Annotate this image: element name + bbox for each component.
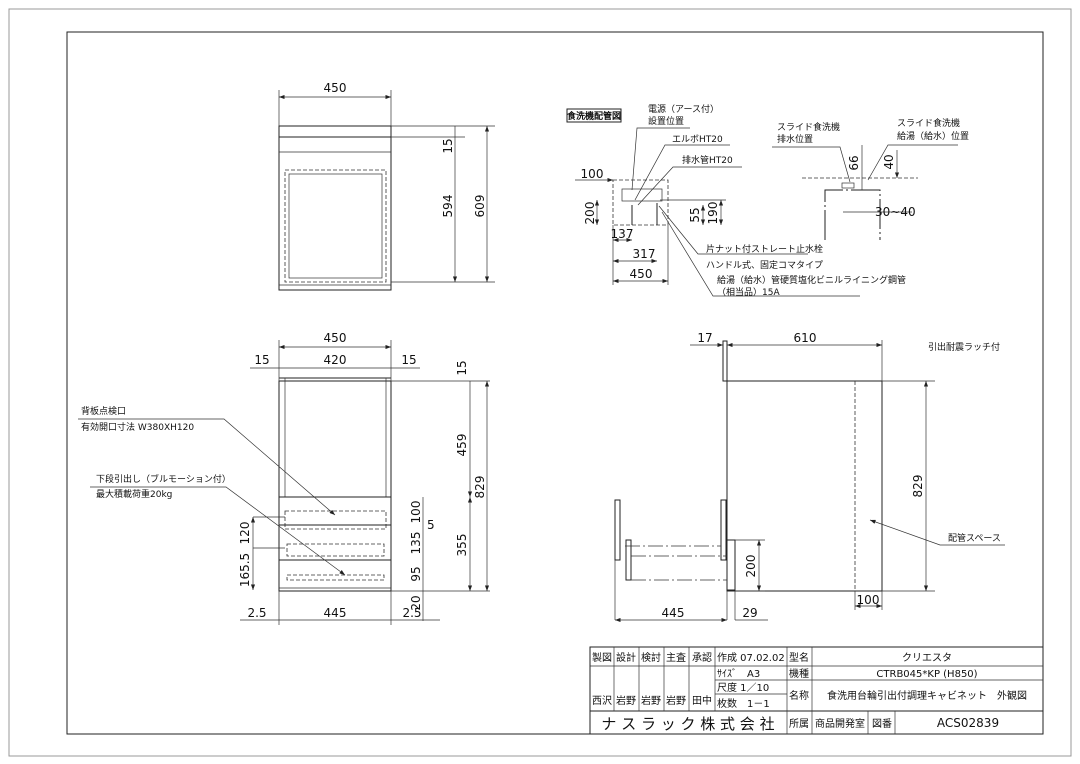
label-drawer: 下段引出し（ブルモーション付） xyxy=(96,473,231,485)
dim-h20: 20 xyxy=(409,595,423,610)
tb-drawing-no: ACS02839 xyxy=(937,716,999,730)
label-slide-supply-2: 給湯（給水）位置 xyxy=(897,130,969,142)
label-latch: 引出耐震ラッチ付 xyxy=(928,341,1000,353)
dim-200: 200 xyxy=(583,202,597,225)
tb-header-reviewed: 検討 xyxy=(641,651,661,664)
dim-450: 450 xyxy=(630,267,653,281)
tb-drawing-no-label: 図番 xyxy=(872,718,892,730)
dim-inner: 594 xyxy=(441,195,455,218)
piping-title: 食洗機配管図 xyxy=(566,110,621,122)
tb-model-label: 機種 xyxy=(789,667,809,680)
dim-w445: 445 xyxy=(324,606,347,620)
tb-dept-label: 所属 xyxy=(789,718,809,730)
dim-width: 450 xyxy=(324,81,347,95)
dim-40: 40 xyxy=(882,154,896,169)
dim-29: 29 xyxy=(742,606,757,620)
dim-h120: 120 xyxy=(238,522,252,545)
label-slide-supply: スライド食洗機 xyxy=(897,117,960,129)
dim-w2-5a: 2.5 xyxy=(247,606,266,620)
tb-header-approved: 承認 xyxy=(692,651,712,664)
top-front-view: 450 15 594 609 xyxy=(278,81,495,291)
tb-model: CTRB045*KP (H850) xyxy=(876,669,977,680)
dim-66: 66 xyxy=(847,155,861,170)
label-elbow: エルボHT20 xyxy=(672,134,723,145)
dim-top: 15 xyxy=(441,138,455,153)
dim-h165: 165.5 xyxy=(238,553,252,587)
dim-317: 317 xyxy=(633,247,656,261)
side-view: 17 610 引出耐震ラッチ付 829 配管スペース 200 445 29 10… xyxy=(614,331,1005,623)
tb-created: 作成 07.02.02 xyxy=(717,652,785,664)
tb-signature: 岩野 xyxy=(666,694,686,707)
tb-header-designed: 設計 xyxy=(616,651,636,664)
tb-header-drafted: 製図 xyxy=(592,651,612,664)
label-back-panel: 背板点検口 xyxy=(81,405,126,417)
dim-h95: 95 xyxy=(409,566,423,581)
slide-dishwasher-view: スライド食洗機 排水位置 スライド食洗機 給湯（給水）位置 66 40 30~4… xyxy=(772,117,969,240)
outer-frame xyxy=(8,8,1072,757)
label-valve-4: （相当品）15A xyxy=(717,286,780,298)
dim-total: 609 xyxy=(473,195,487,218)
dim-side-100: 100 xyxy=(857,593,880,607)
tb-model-name: クリエスタ xyxy=(902,652,952,664)
tb-dept: 商品開発室 xyxy=(815,717,865,730)
dim-h829: 829 xyxy=(473,476,487,499)
dim-w15b: 15 xyxy=(401,353,416,367)
dim-17: 17 xyxy=(697,331,712,345)
front-view: 450 15 420 15 15 459 829 355 100 5 135 9… xyxy=(78,331,490,625)
dim-55: 55 xyxy=(688,207,702,222)
dim-side-829: 829 xyxy=(911,475,925,498)
dim-100: 100 xyxy=(581,167,604,181)
tb-company: ナ ス ラ ッ ク 株 式 会 社 xyxy=(601,715,774,733)
tb-signature: 西沢 xyxy=(592,694,612,707)
dim-h355: 355 xyxy=(455,534,469,557)
tb-name-label: 名称 xyxy=(789,689,809,702)
dim-137: 137 xyxy=(611,227,634,241)
piping-view: 食洗機配管図 電源（アース付） 設置位置 エルボHT20 排水管HT20 100… xyxy=(566,104,906,298)
dim-h5: 5 xyxy=(427,518,435,532)
label-pipe-space: 配管スペース xyxy=(948,532,1001,544)
dim-30-40: 30~40 xyxy=(875,205,916,219)
dim-w15a: 15 xyxy=(254,353,269,367)
dim-w450: 450 xyxy=(324,331,347,345)
label-valve: 片ナット付ストレート止水栓 xyxy=(706,243,823,255)
tb-scale: 尺度 1／10 xyxy=(717,681,769,694)
label-valve-3: 給湯（給水）管硬質塩化ビニルライニング鋼管 xyxy=(717,274,906,286)
dim-610: 610 xyxy=(794,331,817,345)
tb-signature: 田中 xyxy=(692,694,712,707)
tb-header-chief: 主査 xyxy=(666,651,686,664)
dim-w420: 420 xyxy=(324,353,347,367)
dim-w2-5b: 2.5 xyxy=(402,606,421,620)
inner-frame xyxy=(66,31,1044,735)
dim-h459: 459 xyxy=(455,434,469,457)
dim-h100: 100 xyxy=(409,501,423,524)
dim-h135: 135 xyxy=(409,532,423,555)
tb-signature: 岩野 xyxy=(616,694,636,707)
tb-size: ｻｲｽﾞ A3 xyxy=(717,668,760,680)
label-drawer-2: 最大積載荷重20kg xyxy=(96,488,172,500)
label-power: 電源（アース付） xyxy=(648,104,719,115)
dim-side-445: 445 xyxy=(662,606,685,620)
dim-190: 190 xyxy=(706,202,720,225)
tb-model-name-label: 型名 xyxy=(789,651,809,664)
dim-h15: 15 xyxy=(455,360,469,375)
label-back-panel-2: 有効開口寸法 W380XH120 xyxy=(81,421,194,433)
tb-signature: 岩野 xyxy=(641,694,661,707)
tb-name: 食洗用台輪引出付調理キャビネット 外観図 xyxy=(827,689,1027,702)
label-drain: 排水管HT20 xyxy=(682,154,733,166)
dim-side-200: 200 xyxy=(744,555,758,578)
tb-sheets: 枚数 1－1 xyxy=(717,697,770,710)
label-slide-drain: スライド食洗機 xyxy=(777,121,840,133)
label-slide-drain-2: 排水位置 xyxy=(777,133,813,145)
label-power-2: 設置位置 xyxy=(648,115,684,127)
title-block: 製図 設計 検討 主査 承認 西沢 岩野 岩野 岩野 田中 作成 07.02.0… xyxy=(589,646,1044,735)
label-valve-2: ハンドル式、固定コマタイプ xyxy=(706,259,823,271)
